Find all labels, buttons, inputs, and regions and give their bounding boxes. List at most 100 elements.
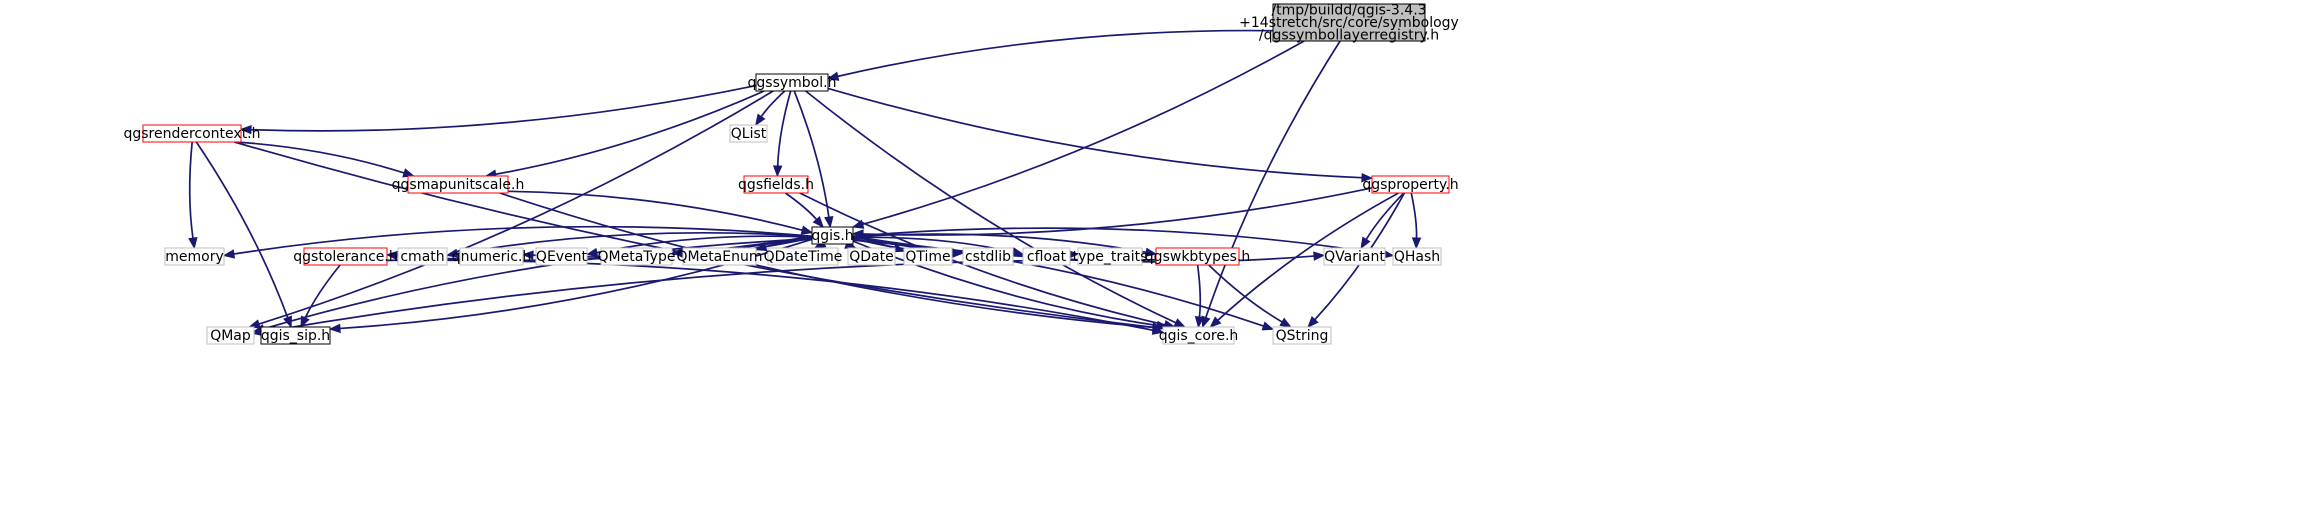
- node-box: [682, 247, 757, 266]
- edge-line: [250, 84, 757, 132]
- arrowhead-icon: [1313, 251, 1326, 261]
- node-box[interactable]: [1371, 175, 1450, 194]
- node-qgstolerance[interactable]: qgstolerance.h: [293, 247, 398, 266]
- edge-root-to-qgis: [851, 40, 1305, 229]
- edge-qgis-to-cmath: [445, 231, 813, 259]
- arrowhead-icon: [812, 215, 824, 229]
- node-box[interactable]: [142, 124, 242, 143]
- node-box[interactable]: [811, 226, 854, 245]
- edge-line: [236, 141, 405, 174]
- edge-line: [852, 233, 1147, 254]
- node-box: [535, 247, 588, 266]
- node-box: [206, 326, 255, 345]
- edge-qgssymbol-to-qgsproperty: [827, 87, 1374, 183]
- node-label: qgsproperty.h: [1362, 177, 1458, 193]
- arrowhead-icon: [1194, 316, 1205, 329]
- node-box: [1077, 247, 1143, 266]
- node-box: [1272, 326, 1332, 345]
- node-box[interactable]: [743, 175, 809, 194]
- edge-qgssymbol-to-qgis: [793, 90, 834, 229]
- node-qmetatype: QMetaType: [598, 247, 675, 266]
- node-box: [903, 247, 953, 266]
- node-qnumeric: qnumeric.h: [452, 247, 532, 266]
- node-qgswkbtypes[interactable]: qgswkbtypes.h: [1145, 247, 1250, 266]
- edge-qgsproperty-to-qhash: [1410, 192, 1422, 250]
- node-label: QDate: [849, 249, 893, 265]
- edge-line: [386, 259, 1154, 332]
- node-box: [1272, 3, 1426, 42]
- node-label: memory: [165, 249, 224, 265]
- node-label: qgsrendercontext.h: [123, 126, 260, 142]
- edge-qgswkbtypes-to-qstring: [1208, 264, 1292, 328]
- node-qstring: QString: [1272, 326, 1332, 345]
- edge-qgsmapunitscale-to-qgis: [507, 190, 814, 235]
- arrowhead-icon: [800, 225, 814, 235]
- node-cmath: cmath: [397, 247, 448, 266]
- node-box: [600, 247, 673, 266]
- node-qgssymbol[interactable]: qgssymbol.h: [748, 73, 837, 92]
- arrowhead-icon: [754, 242, 768, 252]
- node-label: cmath: [400, 249, 444, 265]
- node-qgis_core: qgis_core.h: [1159, 326, 1238, 345]
- node-box[interactable]: [755, 73, 829, 92]
- node-qgis[interactable]: qgis.h: [811, 226, 854, 245]
- node-label: qnumeric.h: [452, 249, 532, 265]
- node-box: [459, 247, 524, 266]
- node-label: qgis_sip.h: [261, 328, 330, 344]
- node-label: QTime: [905, 249, 950, 265]
- arrowhead-icon: [328, 323, 341, 334]
- nodes-layer: /tmp/buildd/qgis-3.4.3+14stretch/src/cor…: [123, 3, 1459, 345]
- node-qgsfields[interactable]: qgsfields.h: [738, 175, 814, 194]
- node-box: [1022, 247, 1071, 266]
- node-label: /tmp/buildd/qgis-3.4.3: [1271, 3, 1426, 19]
- node-box[interactable]: [1155, 247, 1240, 266]
- edge-line: [1365, 192, 1405, 240]
- edge-root-to-qgssymbol: [826, 29, 1274, 81]
- node-label: QString: [1276, 328, 1329, 344]
- edge-line: [1217, 192, 1399, 321]
- arrowhead-icon: [585, 247, 599, 258]
- edge-qgssymbol-to-qgsfields: [772, 90, 792, 178]
- node-label: QMetaEnum: [676, 249, 762, 265]
- edge-line: [1208, 264, 1283, 323]
- edge-line: [233, 225, 813, 255]
- edge-line: [862, 187, 1373, 236]
- edge-line: [793, 90, 830, 218]
- arrowhead-icon: [1144, 247, 1158, 257]
- node-qgis_sip[interactable]: qgis_sip.h: [260, 326, 331, 345]
- node-box: [962, 247, 1014, 266]
- node-label: QHash: [1394, 249, 1440, 265]
- node-box[interactable]: [303, 247, 388, 266]
- node-qgsmapunitscale[interactable]: qgsmapunitscale.h: [392, 175, 525, 194]
- edge-qgis-to-memory: [222, 225, 813, 259]
- arrowhead-icon: [670, 248, 683, 258]
- node-qmap: QMap: [206, 326, 255, 345]
- edge-qgssymbol-to-qmap: [248, 90, 774, 329]
- node-qgsrendercontext[interactable]: qgsrendercontext.h: [123, 124, 261, 143]
- edge-line: [805, 90, 1177, 324]
- edge-line: [495, 90, 765, 176]
- node-box: [1323, 247, 1386, 266]
- node-qevent: QEvent: [535, 247, 588, 266]
- arrowhead-icon: [1261, 321, 1275, 331]
- node-label: qgsfields.h: [738, 177, 814, 193]
- arrowhead-icon: [1173, 318, 1187, 328]
- node-box[interactable]: [260, 326, 331, 345]
- node-qgsproperty[interactable]: qgsproperty.h: [1362, 175, 1459, 194]
- edge-qgstolerance-to-qgis_sip: [300, 264, 341, 329]
- edge-line: [862, 40, 1305, 226]
- node-box: [164, 247, 225, 266]
- edge-line: [195, 141, 289, 318]
- node-label: qgis.h: [811, 228, 853, 244]
- arrowhead-icon: [1151, 325, 1165, 335]
- node-label: qgssymbol.h: [748, 75, 837, 91]
- arrowhead-icon: [1411, 237, 1422, 250]
- arrowhead-icon: [1279, 317, 1292, 328]
- node-qvariant: QVariant: [1323, 247, 1386, 266]
- edge-qgswkbtypes-to-qgis_core: [1194, 264, 1205, 329]
- edge-line: [799, 192, 1166, 326]
- node-box: [1162, 326, 1235, 345]
- node-box[interactable]: [407, 175, 509, 194]
- node-box: [847, 247, 896, 266]
- node-label: cfloat: [1027, 249, 1067, 265]
